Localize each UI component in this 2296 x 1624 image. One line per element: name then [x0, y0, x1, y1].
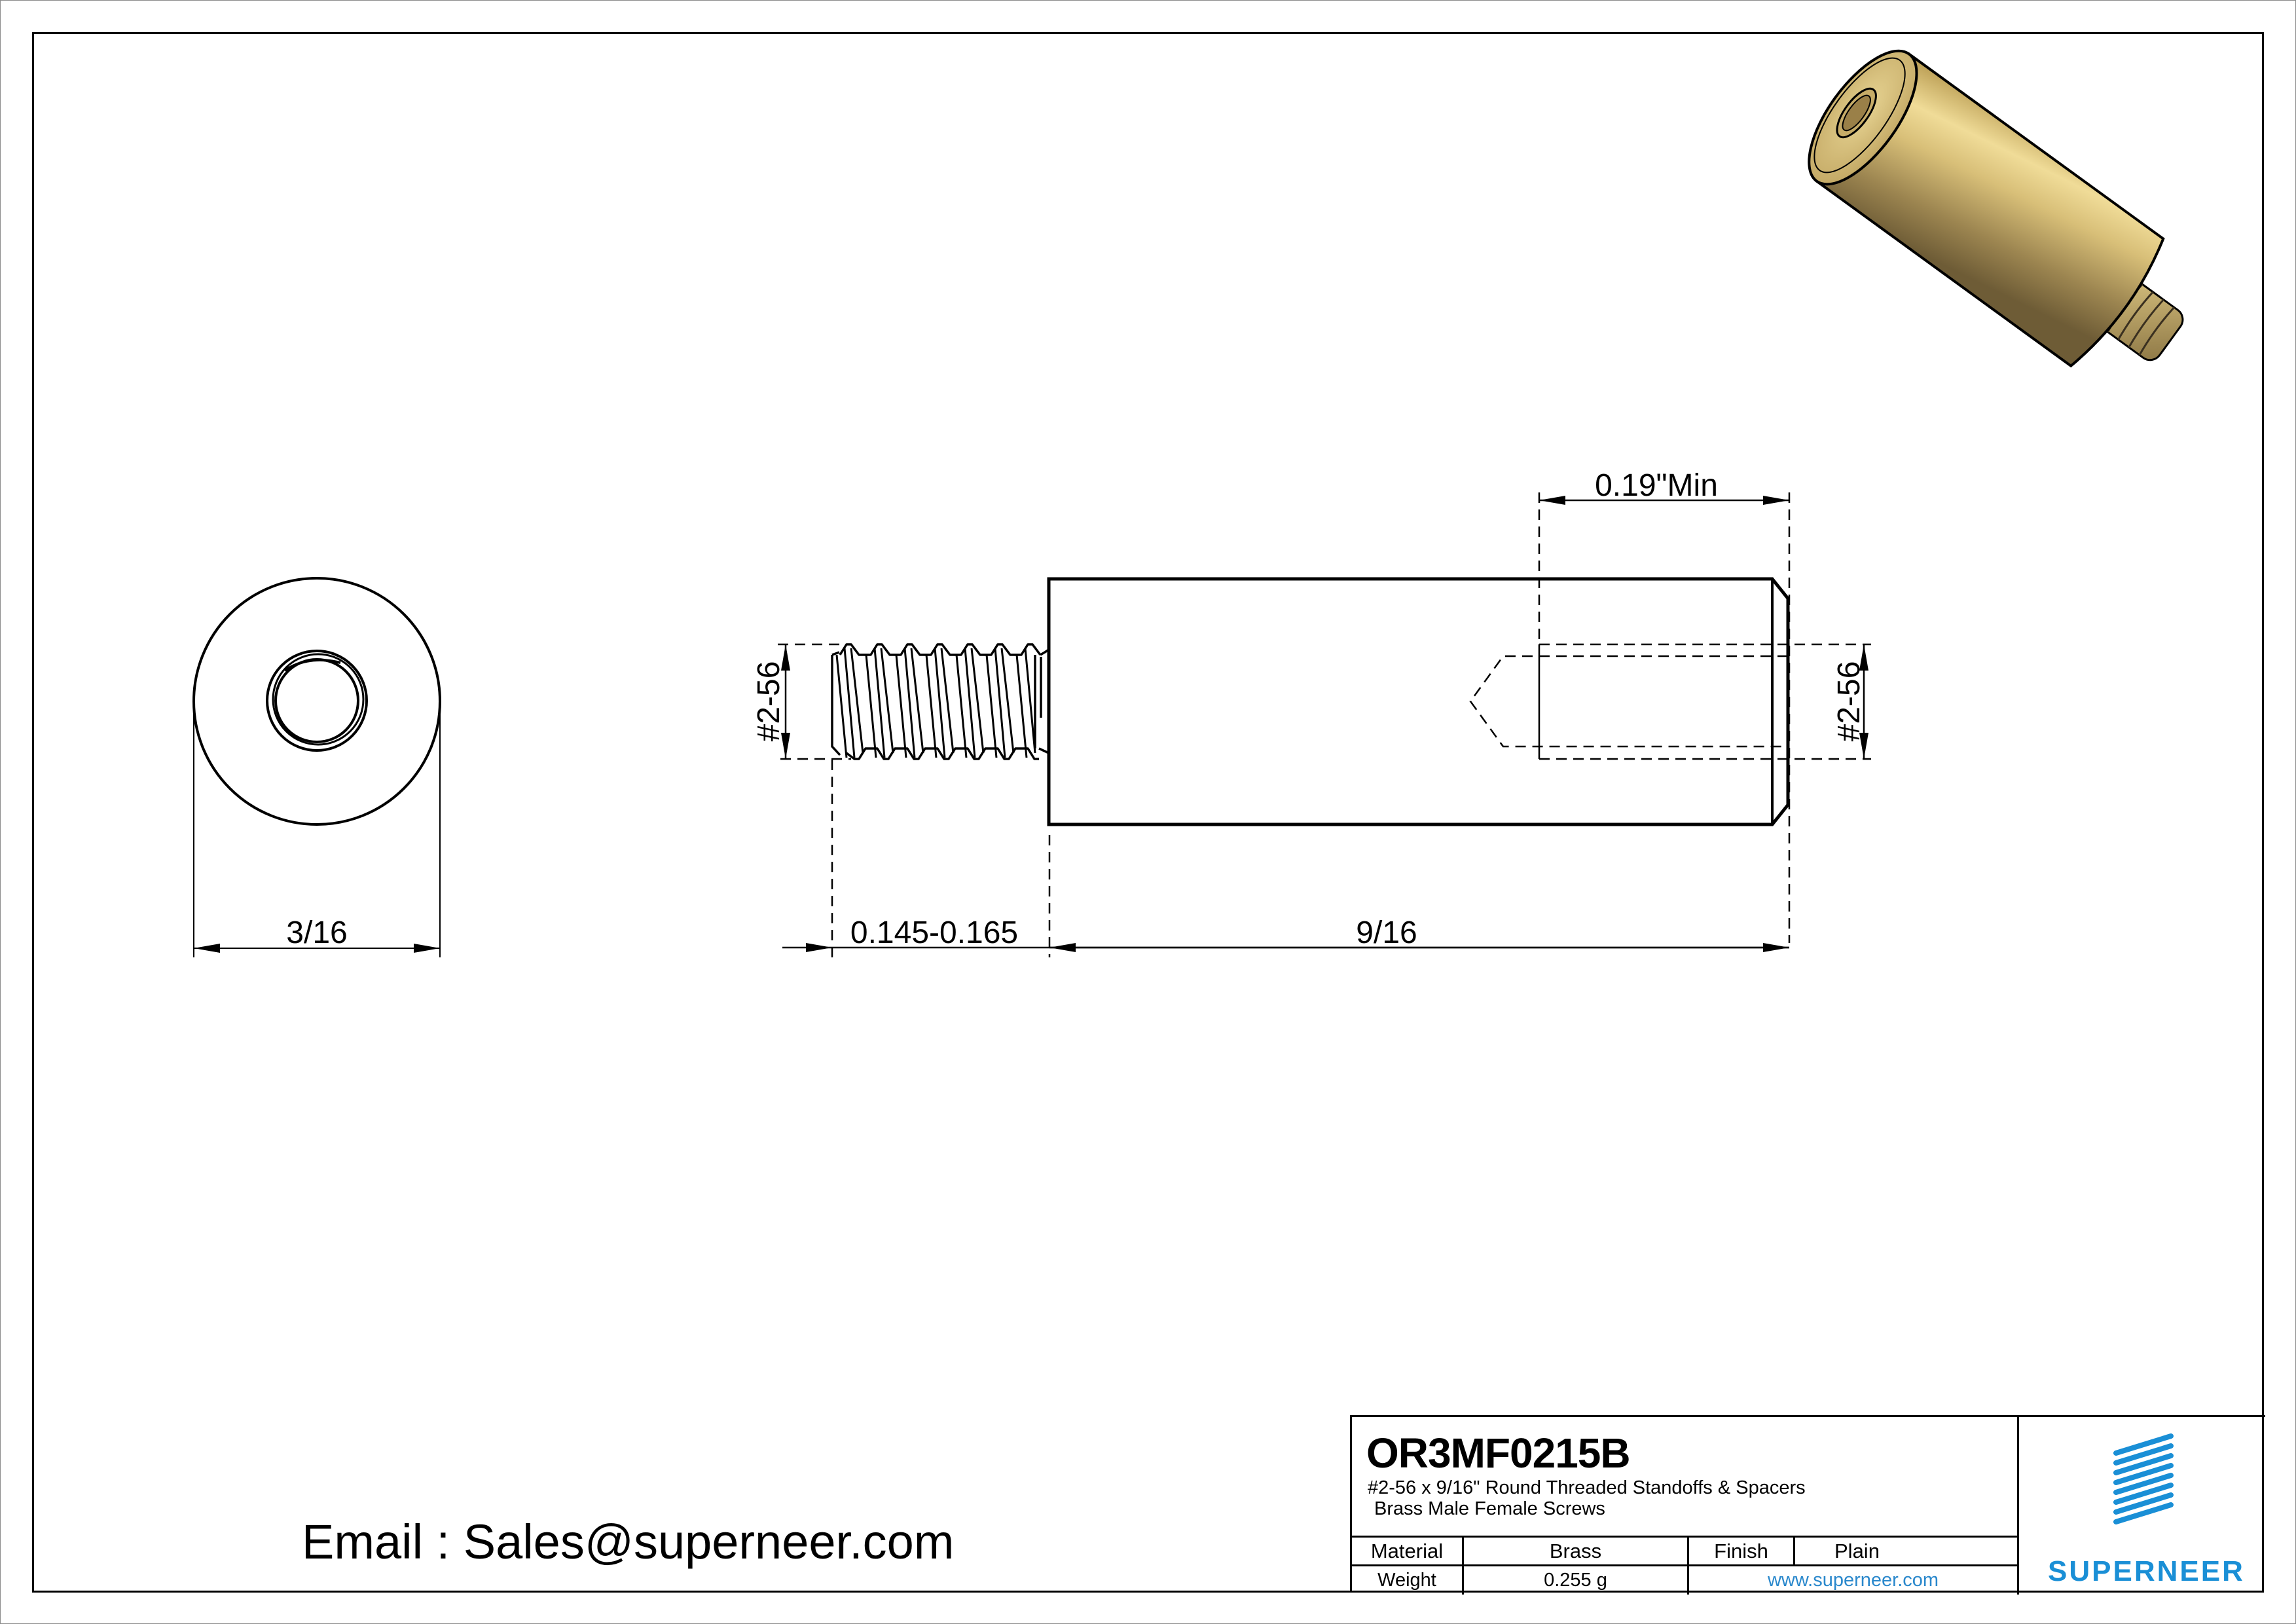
weight-value: 0.255 g [1464, 1566, 1689, 1595]
end-view [192, 577, 441, 957]
weight-row: Weight 0.255 g www.superneer.com [1352, 1564, 2019, 1595]
drawing-frame [32, 32, 2264, 1593]
description-line-2: Brass Male Female Screws [1374, 1498, 1605, 1519]
part-number: OR3MF0215B [1366, 1430, 1631, 1477]
title-block-description-area: OR3MF0215B #2-56 x 9/16" Round Threaded … [1352, 1417, 2019, 1536]
male-thread-dim-label: #2-56 [752, 661, 786, 742]
thread-length-dim-label: 0.145-0.165 [850, 915, 1018, 950]
female-thread-dim-label: #2-56 [1832, 661, 1867, 742]
brass-standoff-render-icon [1808, 49, 2184, 368]
finish-label: Finish [1689, 1538, 1795, 1564]
finish-value: Plain [1834, 1539, 1880, 1562]
side-view: 3/16 0.145-0.165 9/16 0.19"Min #2-56 #2-… [286, 468, 1871, 957]
material-label: Material [1352, 1538, 1464, 1564]
title-block: OR3MF0215B #2-56 x 9/16" Round Threaded … [1350, 1415, 2267, 1595]
end-view-outer-circle [192, 577, 441, 826]
material-finish-row: Material Brass Finish Plain [1352, 1536, 2019, 1564]
description-line-1: #2-56 x 9/16" Round Threaded Standoffs &… [1368, 1477, 1806, 1498]
body-length-dim-label: 9/16 [1356, 915, 1417, 950]
female-depth-dim-label: 0.19"Min [1595, 468, 1718, 503]
material-value: Brass [1464, 1538, 1689, 1564]
male-thread [831, 643, 1050, 760]
logo-stripes-icon [2113, 1433, 2174, 1524]
standoff-body-outline [1047, 577, 1790, 826]
tapped-hole-circle [274, 658, 359, 743]
female-thread-hidden-lines [1469, 492, 1871, 943]
logo-wordmark: SUPERNEER [2048, 1555, 2245, 1587]
contact-email: Email : Sales@superneer.com [302, 1515, 955, 1569]
website-link[interactable]: www.superneer.com [1767, 1570, 1939, 1591]
diameter-dim-label: 3/16 [286, 915, 347, 950]
weight-label: Weight [1352, 1566, 1464, 1595]
superneer-logo: SUPERNEER [2019, 1417, 2267, 1595]
